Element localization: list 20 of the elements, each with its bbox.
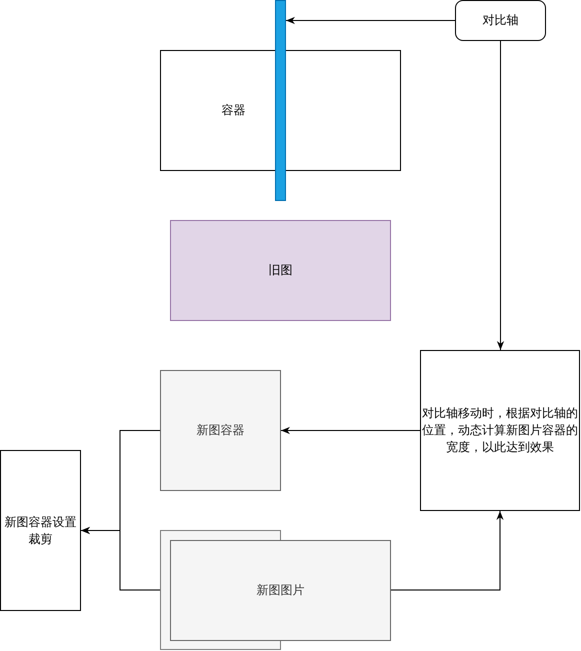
arrow (80, 526, 160, 590)
box-label: 新图图片 (256, 582, 304, 599)
process-box (420, 350, 580, 511)
box-label: 旧图 (268, 262, 292, 279)
box-label: 新图容器设置裁剪 (4, 514, 78, 548)
box-label: 容器 (222, 102, 246, 119)
process-box (170, 220, 391, 321)
process-box (160, 50, 401, 171)
box-label: 对比轴移动时，根据对比轴的位置，动态计算新图片容器的宽度，以此达到效果 (421, 405, 579, 456)
slider-bar (275, 0, 286, 201)
process-box (160, 370, 281, 491)
box-label: 新图容器 (196, 422, 244, 439)
arrow (496, 40, 504, 350)
arrow (280, 426, 420, 434)
process-box (0, 450, 81, 611)
rounded-box (455, 0, 546, 41)
stacked-box (160, 530, 391, 650)
box-label: 对比轴 (482, 12, 518, 29)
arrow (390, 510, 504, 590)
arrow (286, 16, 456, 24)
